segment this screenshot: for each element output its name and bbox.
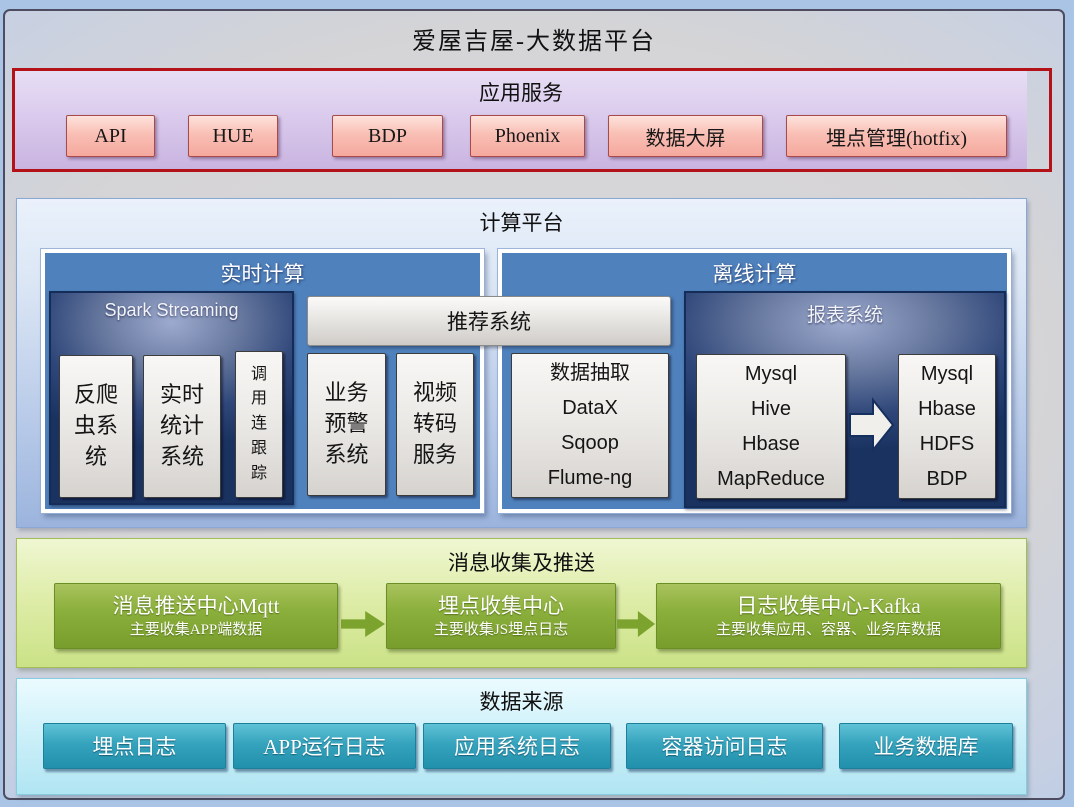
- app-node-phoenix: Phoenix: [470, 115, 585, 157]
- tracking-collect-subtitle: 主要收集JS埋点日志: [433, 621, 569, 638]
- report-target-node: Mysql Hbase HDFS BDP: [898, 354, 996, 499]
- report-target-item: HDFS: [919, 432, 975, 455]
- offline-panel-title: 离线计算: [712, 262, 797, 286]
- tracking-collect-node: 埋点收集中心 主要收集JS埋点日志: [386, 583, 616, 649]
- arrow-right-icon: [617, 611, 655, 637]
- page-title: 爱屋吉屋-大数据平台: [412, 29, 656, 55]
- app-node-bdp: BDP: [332, 115, 443, 157]
- message-layer-section: 消息收集及推送 消息推送中心Mqtt 主要收集APP端数据 埋点收集中心 主要收…: [16, 538, 1027, 668]
- kafka-log-title: 日志收集中心-Kafka: [736, 594, 921, 619]
- report-source-item: Hive: [750, 397, 791, 420]
- spark-streaming-title: Spark Streaming: [104, 300, 239, 320]
- report-system-title: 报表系统: [806, 305, 883, 326]
- app-node-hue: HUE: [188, 115, 278, 157]
- anticrawler-node: 反爬虫系统: [59, 355, 133, 498]
- mqtt-push-title: 消息推送中心Mqtt: [112, 594, 280, 619]
- data-extract-node: 数据抽取 DataX Sqoop Flume-ng: [511, 353, 669, 498]
- compute-platform-section: 计算平台 推荐系统 实时计算 Spark Streaming 反爬虫系统 实时统…: [16, 198, 1027, 528]
- video-transcode-node: 视频转码服务: [396, 353, 474, 496]
- report-source-node: Mysql Hive Hbase MapReduce: [696, 354, 846, 499]
- app-node-api: API: [66, 115, 155, 157]
- source-node-system-log: 应用系统日志: [423, 723, 611, 769]
- report-source-item: Hbase: [742, 432, 800, 455]
- report-target-item: BDP: [926, 467, 968, 490]
- arrow-right-icon: [341, 611, 385, 637]
- mqtt-push-node: 消息推送中心Mqtt 主要收集APP端数据: [54, 583, 338, 649]
- report-source-item: Mysql: [744, 362, 798, 385]
- data-extract-title: 数据抽取: [550, 361, 630, 384]
- app-node-hotfix: 埋点管理(hotfix): [786, 115, 1007, 157]
- spark-streaming-panel: Spark Streaming 反爬虫系统 实时统计系统 调用连跟踪: [49, 291, 294, 505]
- source-node-business-db: 业务数据库: [839, 723, 1013, 769]
- offline-panel: 离线计算 数据抽取 DataX Sqoop Flume-ng 报表系统 Mysq…: [498, 249, 1011, 513]
- kafka-log-node: 日志收集中心-Kafka 主要收集应用、容器、业务库数据: [656, 583, 1001, 649]
- realtime-panel: 实时计算 Spark Streaming 反爬虫系统 实时统计系统 调用连跟踪 …: [41, 249, 484, 513]
- call-trace-node: 调用连跟踪: [235, 351, 283, 498]
- report-target-item: Mysql: [920, 362, 974, 385]
- mqtt-push-subtitle: 主要收集APP端数据: [129, 621, 263, 638]
- compute-platform-title: 计算平台: [479, 211, 564, 235]
- data-extract-item: Flume-ng: [547, 466, 633, 489]
- message-layer-title: 消息收集及推送: [448, 551, 595, 575]
- report-system-panel: 报表系统 Mysql Hive Hbase MapReduce Mysql Hb…: [684, 291, 1006, 508]
- source-node-tracking-log: 埋点日志: [43, 723, 226, 769]
- data-sources-section: 数据来源 埋点日志 APP运行日志 应用系统日志 容器访问日志 业务数据库: [16, 678, 1027, 795]
- report-source-item: MapReduce: [717, 467, 825, 490]
- realtime-stats-node: 实时统计系统: [143, 355, 221, 498]
- app-services-background: 应用服务 API HUE BDP Phoenix 数据大屏 埋点管理(hotfi…: [15, 71, 1027, 169]
- app-services-section: 应用服务 API HUE BDP Phoenix 数据大屏 埋点管理(hotfi…: [12, 68, 1052, 172]
- app-node-datascreen: 数据大屏: [608, 115, 763, 157]
- flow-arrow-right-icon: [849, 397, 895, 453]
- tracking-collect-title: 埋点收集中心: [438, 594, 564, 619]
- data-extract-item: Sqoop: [561, 431, 619, 454]
- source-node-container-log: 容器访问日志: [626, 723, 823, 769]
- slide-frame: 爱屋吉屋-大数据平台 应用服务 API HUE BDP Phoenix 数据大屏…: [3, 9, 1065, 800]
- biz-warning-node: 业务预警系统: [307, 353, 386, 496]
- kafka-log-subtitle: 主要收集应用、容器、业务库数据: [715, 621, 941, 638]
- recommend-system-node: 推荐系统: [307, 296, 671, 346]
- report-target-item: Hbase: [918, 397, 976, 420]
- data-sources-title: 数据来源: [479, 690, 564, 714]
- data-extract-item: DataX: [562, 396, 618, 419]
- source-node-app-log: APP运行日志: [233, 723, 416, 769]
- realtime-panel-title: 实时计算: [220, 262, 305, 286]
- app-services-title: 应用服务: [479, 81, 563, 105]
